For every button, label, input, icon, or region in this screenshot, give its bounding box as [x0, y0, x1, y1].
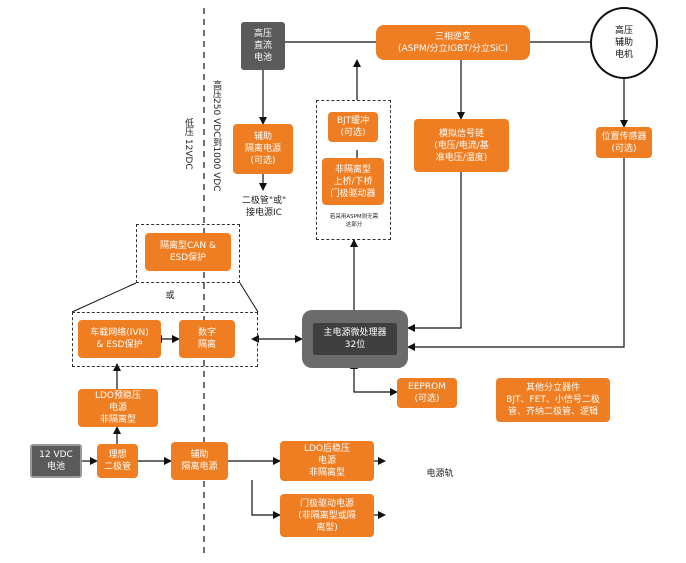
- aux-to-gate-supply-arrow: [251, 480, 281, 519]
- analog-signal-chain: 模拟信号链 (电压/电流/基 准电压/温度): [414, 119, 509, 172]
- main-mcu-inner: 主电源微处理器 32位: [313, 323, 397, 355]
- ldo-pre-regulator: LDO预稳压 电源 非隔离型: [78, 389, 158, 427]
- ivn-esd-protection: 车载网络(IVN) & ESD保护: [78, 320, 161, 358]
- position-sensor: 位置传感器 (可选): [596, 127, 652, 158]
- main-mcu: 主电源微处理器 32位: [302, 310, 408, 368]
- gate-driver-group: [316, 100, 391, 240]
- low-voltage-label: 低压 12VDC: [183, 118, 193, 170]
- gate-driver-supply: 门极驱动电源 (非隔离型或隔 离型): [280, 494, 374, 537]
- position-to-mcu-arrow: [407, 158, 625, 351]
- isolated-can-esd: 隔离型CAN & ESD保护: [145, 233, 231, 271]
- ideal-diode: 理想 二极管: [97, 444, 138, 478]
- or-bracket: [71, 282, 137, 313]
- bjt-buffer: BJT缓冲 (可选): [328, 112, 378, 142]
- hv-aux-motor: 高压 辅助 电机: [590, 7, 658, 79]
- aux-isolated-supply: 辅助 隔离电源: [171, 442, 228, 480]
- high-voltage-label: 高压250 VDC到1000 VDC: [211, 80, 221, 192]
- ivn-group: [72, 312, 258, 367]
- battery-12v: 12 VDC 电池: [30, 444, 82, 478]
- analog-to-mcu-arrow: [407, 172, 462, 332]
- or-bracket-right: [239, 282, 259, 313]
- mcu-eeprom-link: [350, 361, 398, 396]
- isolated-can-group: [136, 224, 240, 283]
- hv-dc-battery: 高压 直流 电池: [241, 22, 285, 70]
- non-isolated-gate-driver: 非隔离型 上桥/下桥 门极驱动器: [322, 158, 384, 205]
- diode-or-connect-label: 二极管"或" 接电源IC: [241, 196, 287, 218]
- other-discretes: 其他分立器件 BJT、FET、小信号二极 管、齐纳二极管、逻辑: [496, 378, 610, 422]
- power-rail-label: 电源轨: [426, 469, 454, 479]
- three-phase-inverter: 三相逆变 (ASPM/分立IGBT/分立SiC): [376, 25, 530, 60]
- aux-isolated-supply-optional: 辅助 隔离电源 (可选): [233, 124, 293, 174]
- aspm-note: 若采用ASPM则无需 这部分: [329, 214, 379, 228]
- digital-isolation: 数字 隔离: [179, 320, 235, 358]
- or-label: 或: [165, 291, 175, 301]
- ldo-post-regulator: LDO后稳压 电源 非隔离型: [280, 441, 374, 481]
- eeprom: EEPROM (可选): [397, 378, 457, 408]
